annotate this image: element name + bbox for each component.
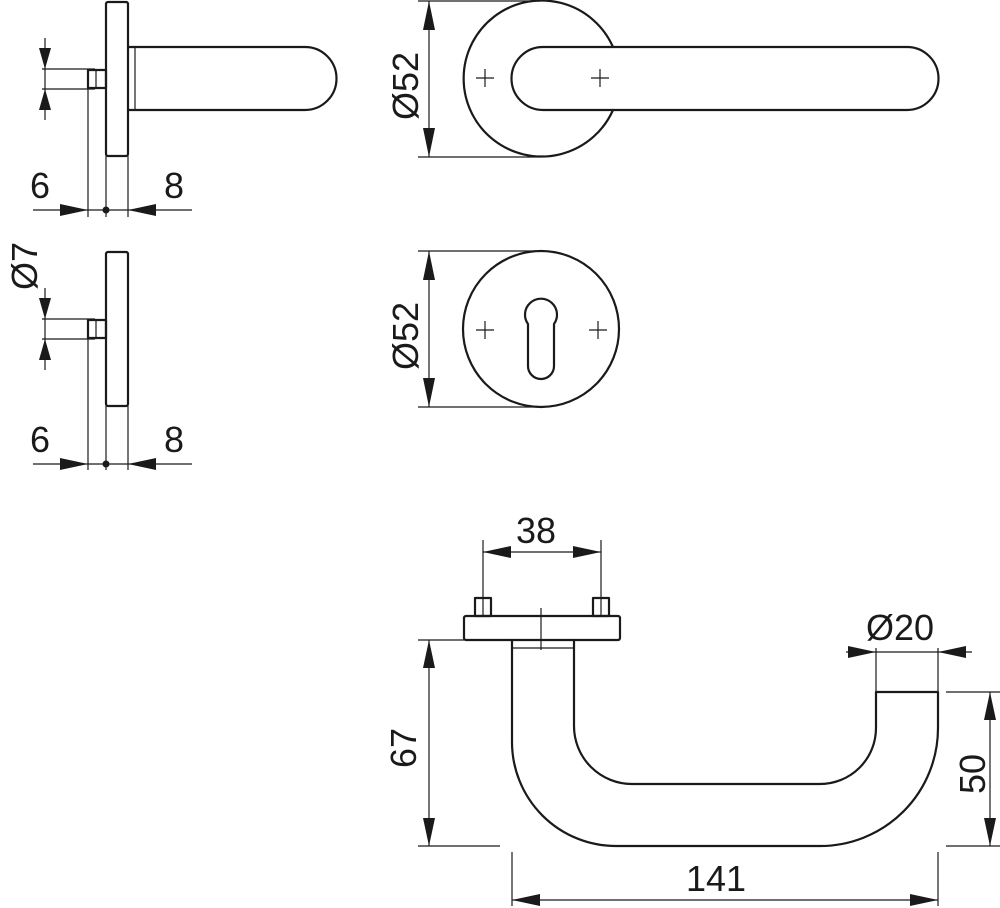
- dim-handle-rose-diameter: Ø52: [385, 52, 426, 120]
- handle-rose-side-view: 6 8: [30, 0, 338, 217]
- key-rose-side-view: Ø7 6 8: [4, 242, 192, 470]
- handle-front-view: Ø52: [385, 0, 940, 158]
- lever-side-profile: 38 Ø20 67 50 141: [383, 510, 1000, 906]
- dim-pin-diameter: Ø7: [4, 242, 45, 290]
- key-rose-front-view: Ø52: [385, 249, 621, 409]
- dim-screw-spacing: 38: [516, 510, 556, 551]
- dim-8-bottom: 8: [164, 419, 184, 460]
- dim-lever-projection: 50: [952, 754, 993, 794]
- dim-lever-length: 141: [686, 858, 746, 899]
- dim-lever-diameter: Ø20: [866, 607, 934, 648]
- dim-6-top: 6: [30, 165, 50, 206]
- dim-key-rose-diameter: Ø52: [385, 302, 426, 370]
- dim-lever-height: 67: [383, 728, 424, 768]
- dim-8-top: 8: [164, 165, 184, 206]
- dim-6-bottom: 6: [30, 419, 50, 460]
